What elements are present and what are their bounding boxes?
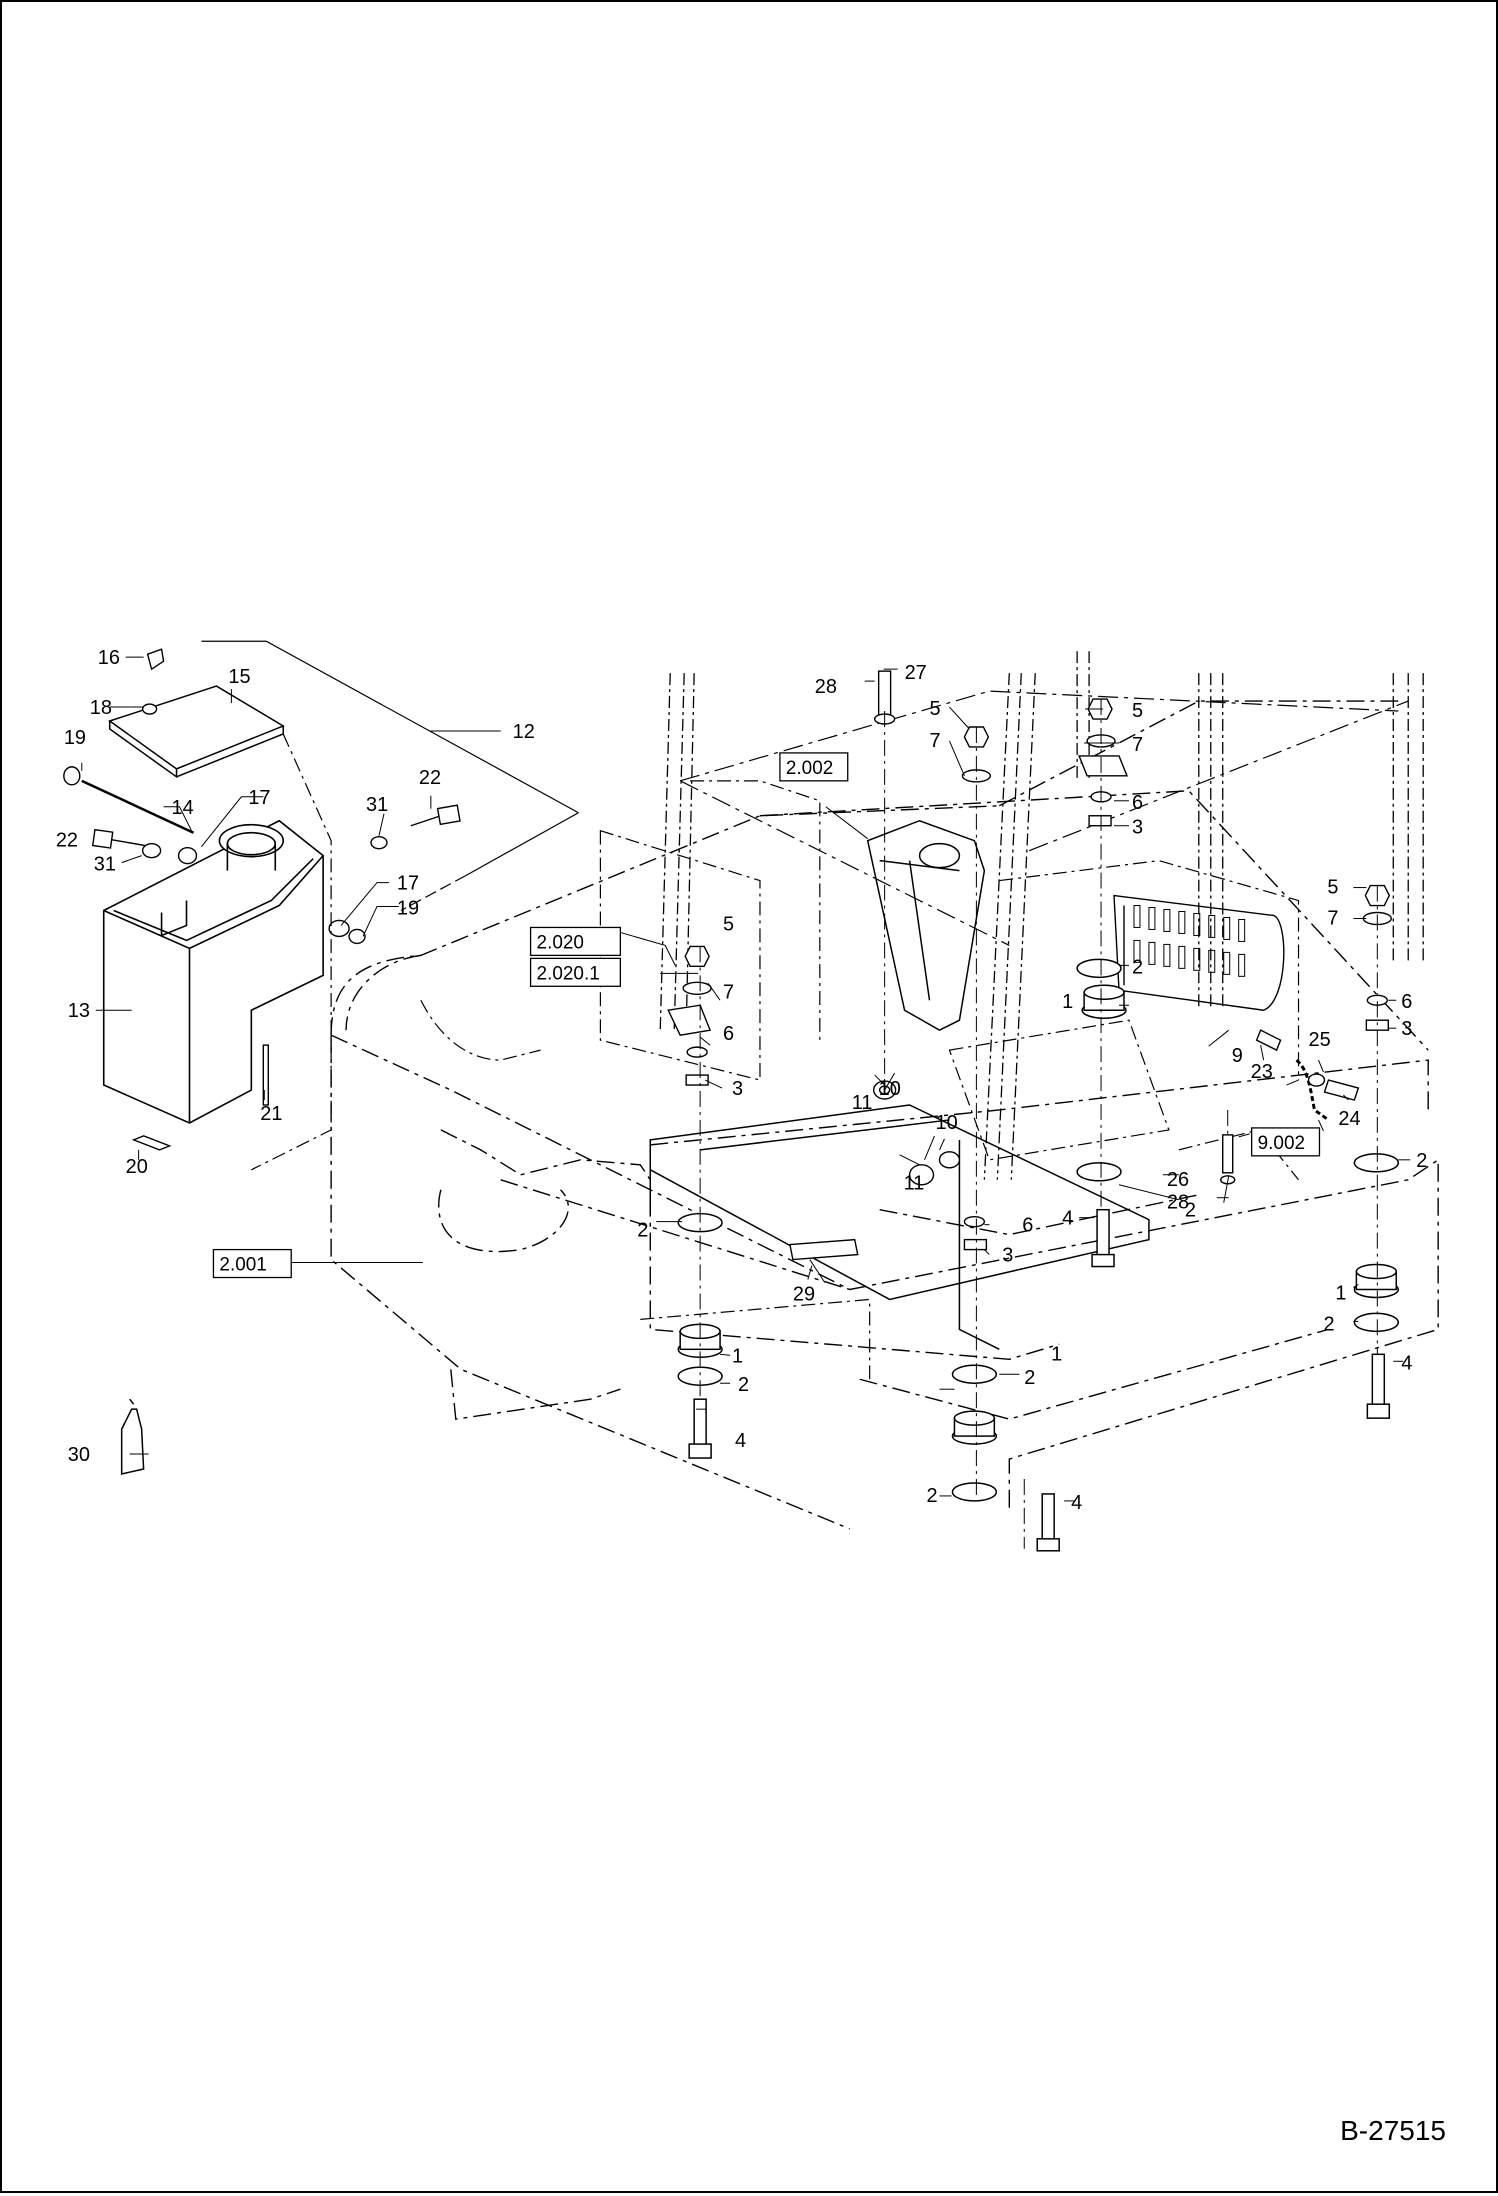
callout: 2 — [1185, 1200, 1196, 1222]
slotted-plate — [1113, 894, 1285, 1011]
reference-box: 2.020.1 — [529, 957, 621, 987]
callout: 16 — [98, 647, 120, 669]
kit-bracket-lines — [201, 640, 579, 1171]
callout: 6 — [1022, 1215, 1033, 1237]
callout: 5 — [723, 913, 734, 935]
callout: 3 — [1132, 817, 1143, 839]
fuel-tank — [102, 819, 324, 1124]
callout: 7 — [723, 981, 734, 1003]
reference-label: 2.020 — [537, 932, 584, 953]
callout: 26 — [1167, 1169, 1189, 1191]
callout: 5 — [1327, 877, 1338, 899]
callout: 17 — [397, 873, 419, 895]
callout: 23 — [1251, 1061, 1273, 1083]
callout: 6 — [1132, 792, 1143, 814]
callout: 3 — [732, 1078, 743, 1100]
callout: 4 — [1401, 1352, 1412, 1374]
callout: 28 — [815, 676, 837, 698]
callout: 15 — [228, 666, 250, 688]
callout: 30 — [68, 1444, 90, 1466]
callout: 14 — [172, 797, 194, 819]
callout: 1 — [732, 1345, 743, 1367]
document-number: B-27515 — [1340, 2115, 1446, 2146]
callout: 19 — [64, 727, 86, 749]
callout: 24 — [1338, 1108, 1360, 1130]
callout: 19 — [397, 897, 419, 919]
callout: 6 — [1401, 991, 1412, 1013]
reference-label: 2.001 — [219, 1255, 266, 1276]
callout: 4 — [1071, 1492, 1082, 1514]
callout: 21 — [260, 1103, 282, 1125]
callout: 2 — [1132, 956, 1143, 978]
callout: 22 — [56, 830, 78, 852]
reference-box: 9.002 — [1251, 1127, 1321, 1157]
callout: 7 — [1132, 734, 1143, 756]
floor-plate — [649, 1104, 1150, 1350]
callout-leaders — [81, 656, 1411, 1502]
callout: 18 — [90, 697, 112, 719]
tank-cover — [108, 685, 285, 779]
callout: 25 — [1309, 1029, 1331, 1051]
side-frame-plates — [420, 780, 1300, 1380]
callout: 29 — [793, 1283, 815, 1305]
reference-label: 9.002 — [1258, 1133, 1305, 1154]
reference-box: 2.001 — [212, 1248, 292, 1279]
callout: 12 — [513, 721, 535, 743]
callout: 13 — [68, 1000, 90, 1022]
callout: 28 — [1167, 1192, 1189, 1214]
callout: 1 — [1335, 1282, 1346, 1304]
reference-box: 2.002 — [779, 752, 849, 782]
callout: 27 — [905, 662, 927, 684]
callout: 17 — [248, 787, 270, 809]
callout: 1 — [1051, 1343, 1062, 1365]
callout: 9 — [1232, 1045, 1243, 1067]
callout: 31 — [94, 854, 116, 876]
reference-label: 2.020.1 — [537, 963, 600, 984]
assembly-centerlines — [699, 699, 1378, 1549]
callout: 2 — [1024, 1367, 1035, 1389]
callout: 11 — [852, 1092, 873, 1114]
mounting-bolts — [688, 1208, 1391, 1552]
washers — [677, 958, 1400, 1502]
callout: 2 — [1416, 1150, 1427, 1172]
callout: 22 — [419, 767, 441, 789]
callout: 2 — [927, 1485, 938, 1507]
roof-outline — [679, 690, 1409, 946]
callout: 1 — [1062, 991, 1073, 1013]
callout: 3 — [1401, 1018, 1412, 1040]
callout: 10 — [879, 1078, 901, 1100]
callout: 20 — [126, 1156, 148, 1178]
callout-numbers: 1 1 1 1 2 2 2 2 2 2 2 2 3 3 3 3 4 4 4 4 … — [56, 647, 1427, 1514]
callout: 10 — [936, 1112, 958, 1134]
callout: 6 — [723, 1023, 734, 1045]
callout: 3 — [1002, 1245, 1013, 1267]
callout: 11 — [904, 1173, 925, 1195]
upper-frame-outline — [330, 700, 1439, 1530]
rubber-mounts — [677, 984, 1400, 1445]
callout: 2 — [1323, 1313, 1334, 1335]
callout: 2 — [738, 1374, 749, 1396]
reference-boxes: 2.002 2.020 2.020.1 9.002 2.001 — [212, 752, 1321, 1279]
callout: 4 — [735, 1430, 746, 1452]
reference-label: 2.002 — [786, 758, 833, 779]
callout: 5 — [1132, 700, 1143, 722]
callout: 2 — [637, 1220, 648, 1242]
oil-bottle — [120, 1398, 145, 1475]
small-hardware — [63, 648, 1360, 1261]
callout: 5 — [930, 698, 941, 720]
callout: 31 — [366, 794, 388, 816]
callout: 7 — [930, 730, 941, 752]
callout: 4 — [1062, 1208, 1073, 1230]
center-mount-block — [866, 819, 986, 1032]
cabin-posts — [659, 651, 1424, 1180]
callout: 7 — [1327, 907, 1338, 929]
reference-box: 2.020 — [529, 926, 621, 957]
